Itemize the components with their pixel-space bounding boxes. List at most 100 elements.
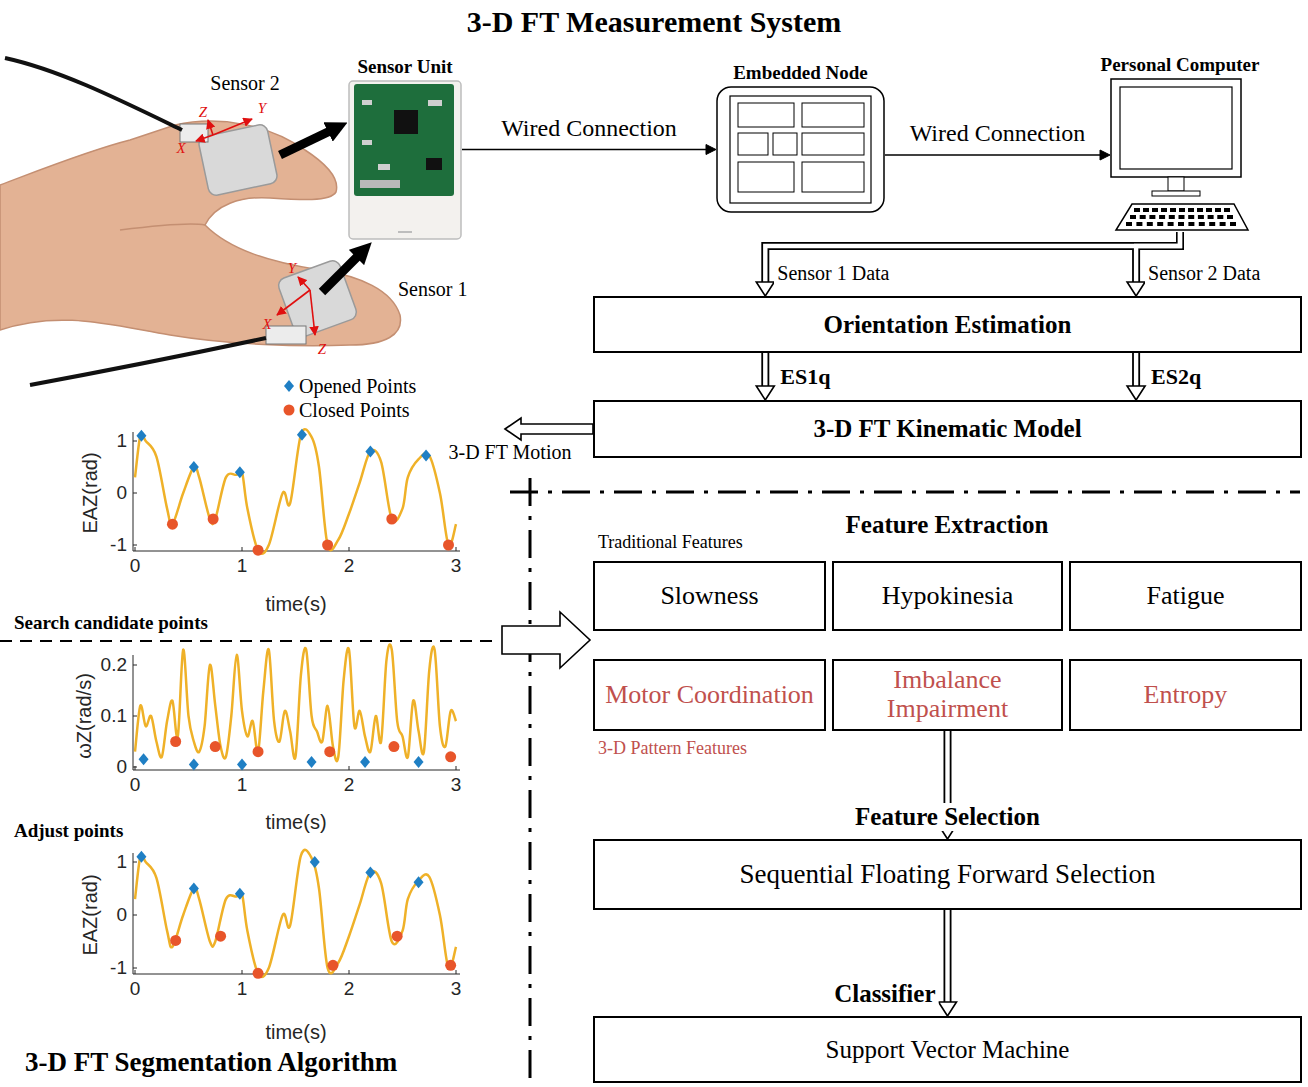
group-label: Traditional Features: [598, 532, 743, 553]
monitor-base: [1152, 191, 1200, 196]
closed-marker: [210, 741, 221, 752]
opened-marker: [189, 883, 199, 895]
arrowhead: [756, 282, 774, 296]
key: [1230, 222, 1236, 226]
legend-label: Opened Points: [299, 375, 416, 398]
cable: [5, 58, 182, 130]
tick-mark: [133, 665, 137, 666]
tick-label: 1: [237, 555, 248, 577]
key: [1199, 222, 1205, 226]
key: [1136, 222, 1142, 226]
node-label: Fatigue: [1147, 582, 1225, 611]
skin-crease: [120, 224, 205, 230]
key: [1197, 208, 1203, 212]
closed-marker: [324, 746, 335, 757]
tick-label: 1: [116, 430, 127, 452]
closed-marker: [208, 514, 219, 525]
component: [428, 100, 442, 106]
opened-marker: [307, 756, 317, 768]
connector: [944, 910, 952, 1003]
key: [1126, 222, 1132, 226]
process-box: Entropy: [1069, 659, 1302, 731]
icon: [716, 86, 885, 213]
axis-name: Y: [258, 100, 266, 117]
tick-label: 0.1: [101, 705, 127, 727]
axis-arrow: [213, 119, 252, 135]
component: [362, 100, 372, 105]
closed-marker: [215, 931, 226, 942]
line-chart: [133, 644, 460, 770]
opened-marker: [189, 461, 199, 473]
tick-mark: [242, 970, 243, 974]
tick-label: 0.2: [101, 654, 127, 676]
sensor-name: Sensor 2: [210, 72, 279, 95]
opened-marker: [421, 450, 431, 462]
closed-marker: [284, 405, 295, 416]
key: [1179, 215, 1185, 219]
imu-sensor: [266, 326, 306, 344]
key: [1169, 215, 1175, 219]
screen-panel: [738, 162, 794, 192]
line-chart: [133, 429, 460, 556]
key: [1147, 222, 1153, 226]
key: [1188, 215, 1194, 219]
key: [1143, 208, 1149, 212]
node-label: Sequential Floating Forward Selection: [739, 860, 1155, 890]
tick-mark: [349, 766, 350, 770]
opened-marker: [235, 888, 245, 900]
cable: [30, 338, 266, 385]
tick-mark: [456, 970, 457, 974]
node-heading: Sensor Unit: [357, 56, 452, 78]
axis-title: EAZ(rad): [79, 874, 102, 955]
screen-panel: [738, 133, 768, 155]
process-box: Fatigue: [1069, 561, 1302, 631]
closed-marker: [167, 519, 178, 530]
hollow-arrow: [505, 418, 593, 440]
edge-label: Feature Selection: [852, 803, 1043, 831]
x-axis: [133, 974, 460, 975]
closed-marker: [170, 935, 181, 946]
node-heading: Personal Computer: [1101, 54, 1260, 76]
tick-label: 1: [116, 851, 127, 873]
housing-tab: [398, 231, 412, 233]
tick-mark: [133, 716, 137, 717]
tick-label: 0: [130, 555, 141, 577]
node-heading: Embedded Node: [733, 62, 868, 84]
tick-mark: [133, 915, 137, 916]
housing: [349, 81, 461, 239]
opened-marker: [360, 756, 370, 768]
connector-inner: [1134, 353, 1138, 387]
key: [1215, 208, 1221, 212]
icon: [348, 80, 462, 240]
tick-label: 3: [451, 774, 462, 796]
y-axis: [133, 853, 134, 974]
component: [426, 158, 442, 170]
closed-marker: [253, 746, 264, 757]
key: [1168, 222, 1174, 226]
key: [1188, 222, 1194, 226]
title: 3-D FT Measurement System: [467, 5, 842, 39]
tick-label: 0: [130, 774, 141, 796]
key: [1140, 215, 1146, 219]
x-axis: [133, 551, 460, 552]
tick-mark: [133, 441, 137, 442]
process-box: Slowness: [593, 561, 826, 631]
opened-marker: [189, 758, 199, 770]
edge-label: Wired Connection: [498, 115, 680, 142]
process-box: Support Vector Machine: [593, 1016, 1302, 1083]
connector: [761, 353, 769, 387]
signal-curve: [135, 429, 456, 554]
icon: [1110, 78, 1250, 232]
opened-marker: [310, 856, 320, 868]
tick-label: 0: [116, 756, 127, 778]
key: [1152, 208, 1158, 212]
legend-label: Closed Points: [299, 399, 410, 422]
monitor-stand: [1168, 177, 1184, 191]
arrowhead: [756, 386, 774, 400]
monitor-screen: [1120, 87, 1232, 169]
key: [1227, 215, 1233, 219]
tick-label: 1: [237, 978, 248, 1000]
arrowhead: [1100, 150, 1110, 160]
axis-name: Z: [199, 104, 207, 121]
key: [1220, 222, 1226, 226]
